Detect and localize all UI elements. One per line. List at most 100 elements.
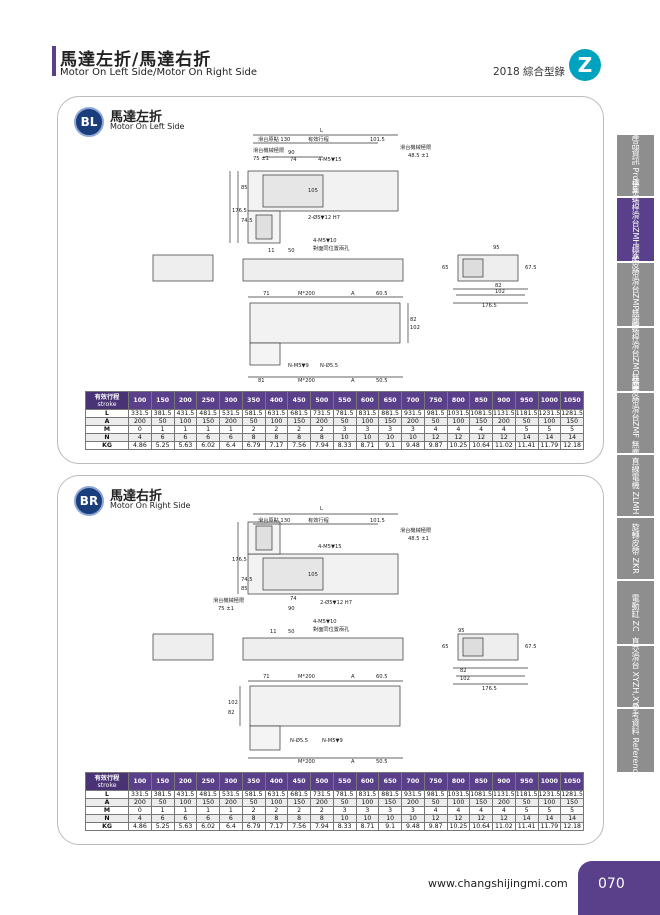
side-tab-3[interactable]: 無塵螺桿滑台ZMC 無塵標準: [617, 309, 654, 410]
value-cell: 481.5: [196, 409, 220, 418]
svg-text:2-Ø5▼12 H7: 2-Ø5▼12 H7: [308, 214, 340, 221]
stroke-cell: 200: [173, 772, 198, 791]
value-cell: 8.71: [355, 822, 380, 831]
value-cell: 150: [560, 798, 584, 807]
page-number-box: [578, 861, 660, 915]
value-cell: 2: [310, 806, 334, 815]
svg-text:滑台原點 130: 滑台原點 130: [258, 516, 290, 524]
value-cell: 5: [560, 425, 584, 434]
value-cell: 10: [332, 433, 357, 442]
svg-text:65: 65: [442, 644, 449, 650]
side-tab-7[interactable]: 電動缸 ZC: [617, 581, 654, 645]
svg-text:95: 95: [493, 245, 500, 251]
side-tab-9[interactable]: 參考資料 Reference: [617, 703, 654, 778]
value-cell: 12: [469, 814, 493, 823]
value-cell: 10.25: [446, 822, 471, 831]
value-cell: 100: [355, 798, 380, 807]
svg-text:85: 85: [241, 586, 248, 592]
value-cell: 10: [332, 814, 357, 823]
side-tab-label: 產品資訊 Product: [631, 133, 641, 198]
svg-text:M*200: M*200: [298, 674, 315, 680]
value-cell: 731.5: [310, 790, 334, 799]
value-cell: 150: [469, 417, 493, 426]
stroke-cell: 800: [446, 772, 471, 791]
value-cell: 531.5: [219, 409, 243, 418]
stroke-cell: 450: [287, 391, 311, 410]
value-cell: 7.56: [287, 822, 311, 831]
value-cell: 3: [401, 806, 425, 815]
value-cell: 100: [173, 798, 198, 807]
stroke-cell: 950: [514, 391, 539, 410]
value-cell: 8: [264, 433, 289, 442]
value-cell: 12: [446, 433, 471, 442]
section-title: 馬達左折: [110, 110, 163, 125]
value-cell: 581.5: [241, 790, 266, 799]
stroke-cell: 400: [264, 391, 289, 410]
value-cell: 8: [241, 814, 266, 823]
side-tab-5[interactable]: 直線電機 ZLMH: [617, 455, 654, 517]
side-tab-6[interactable]: 旋轉皮帶 ZKR: [617, 518, 654, 580]
svg-text:有效行程: 有效行程: [308, 135, 329, 143]
value-cell: 1281.5: [560, 409, 584, 418]
value-cell: 100: [264, 798, 289, 807]
value-cell: 1: [219, 806, 243, 815]
value-cell: 2: [310, 425, 334, 434]
value-cell: 931.5: [401, 790, 425, 799]
value-cell: 2: [241, 425, 266, 434]
value-cell: 200: [219, 798, 243, 807]
value-cell: 3: [355, 806, 380, 815]
svg-text:2-Ø5▼12 H7: 2-Ø5▼12 H7: [320, 599, 352, 606]
value-cell: 7.94: [310, 822, 334, 831]
side-tab-0[interactable]: 產品資訊 Product: [617, 133, 654, 198]
svg-text:N-Ø5.5: N-Ø5.5: [320, 362, 338, 369]
svg-text:65: 65: [442, 265, 449, 271]
value-cell: 5: [537, 806, 562, 815]
value-cell: 6.02: [196, 441, 220, 450]
value-cell: 4: [128, 814, 152, 823]
value-cell: 8: [310, 814, 334, 823]
side-tab-1[interactable]: 標準螺桿滑台ZMH 一般標準: [617, 179, 654, 280]
value-cell: 12.18: [560, 822, 584, 831]
value-cell: 10.64: [469, 822, 493, 831]
stroke-cell: 500: [310, 391, 334, 410]
value-cell: 4: [423, 425, 448, 434]
stroke-cell: 550: [332, 391, 357, 410]
value-cell: 150: [196, 417, 220, 426]
value-cell: 381.5: [150, 409, 175, 418]
svg-text:50.5: 50.5: [376, 378, 388, 384]
side-tab-4[interactable]: 無塵皮帶滑台ZMF 無塵標準: [617, 373, 654, 473]
svg-text:滑台原點 130: 滑台原點 130: [258, 135, 290, 143]
side-tab-8[interactable]: 直交滑台 XYZH,XYZP: [617, 637, 654, 716]
value-cell: 5.25: [150, 441, 175, 450]
row-label: N: [85, 814, 129, 823]
svg-text:A: A: [351, 674, 355, 680]
website-url[interactable]: www.changshijingmi.com: [428, 877, 568, 890]
value-cell: 200: [401, 798, 425, 807]
svg-text:有效行程: 有效行程: [308, 516, 329, 524]
stroke-cell: 1000: [537, 772, 562, 791]
value-cell: 6: [219, 433, 243, 442]
side-tab-2[interactable]: 標準皮帶滑台ZMP 一般標準: [617, 245, 654, 344]
value-cell: 4: [492, 425, 516, 434]
technical-drawing: 滑台原點 130 有效行程 101.5 L 90 74 4-M5▼15 滑台機械…: [152, 128, 537, 384]
stroke-cell: 200: [173, 391, 198, 410]
value-cell: 11.79: [537, 822, 562, 831]
value-cell: 150: [378, 798, 402, 807]
svg-text:N-M5▼9: N-M5▼9: [288, 363, 309, 369]
value-cell: 631.5: [264, 409, 289, 418]
side-tab-label: 直交滑台 XYZH,XYZP: [631, 636, 641, 717]
value-cell: 4: [469, 425, 493, 434]
value-cell: 5.63: [173, 441, 198, 450]
svg-text:102: 102: [410, 325, 420, 331]
stroke-cell: 100: [128, 391, 152, 410]
row-label: KG: [85, 822, 129, 831]
value-cell: 50: [241, 417, 266, 426]
svg-text:48.5 ±1: 48.5 ±1: [408, 536, 429, 542]
